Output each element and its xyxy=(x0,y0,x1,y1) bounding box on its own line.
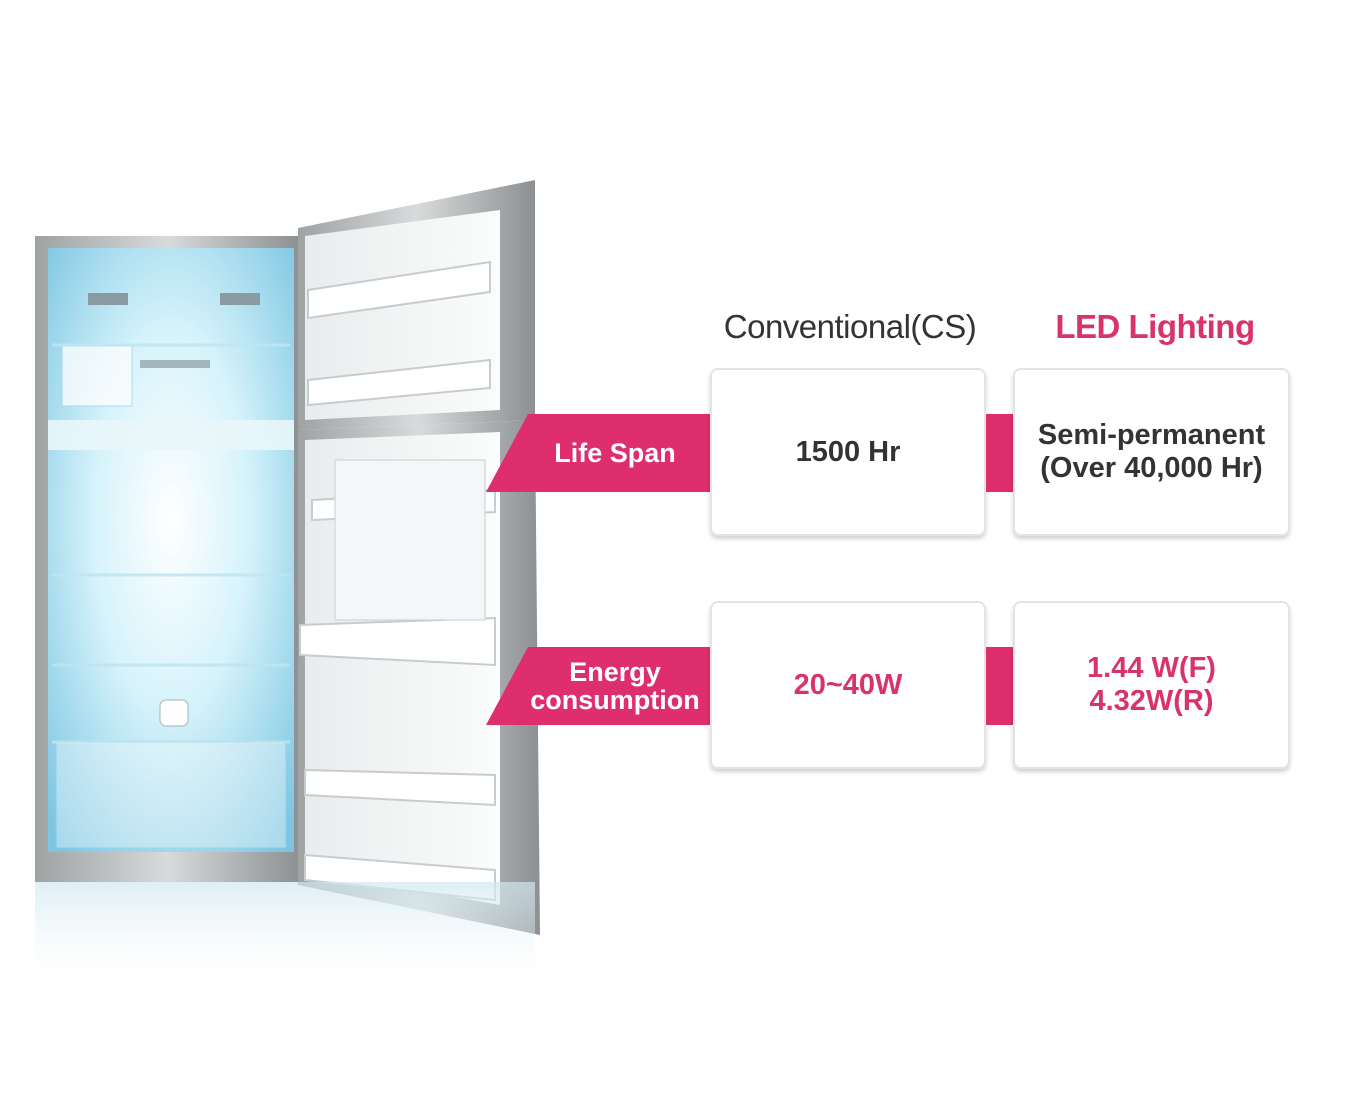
connector-bar xyxy=(986,647,1014,725)
cell-value: 1500 Hr xyxy=(795,435,901,468)
cell-energy-conventional: 20~40W xyxy=(710,601,986,769)
connector-bar xyxy=(986,414,1014,492)
cell-value: Semi-permanent (Over 40,000 Hr) xyxy=(1037,419,1266,484)
led-lighting-header: LED Lighting xyxy=(1055,308,1255,345)
cell-life-span-conventional: 1500 Hr xyxy=(710,368,986,536)
refrigerator-image xyxy=(35,180,540,992)
cell-value: 1.44 W(F) 4.32W(R) xyxy=(1087,652,1216,717)
cell-energy-led: 1.44 W(F) 4.32W(R) xyxy=(1013,601,1290,769)
conventional-header: Conventional(CS) xyxy=(723,308,977,345)
cell-value: 20~40W xyxy=(793,668,903,701)
cell-life-span-led: Semi-permanent (Over 40,000 Hr) xyxy=(1013,368,1290,536)
row-label-energy-consumption: Energy consumption xyxy=(486,647,710,725)
row-label-text: Life Span xyxy=(554,438,676,468)
row-label-text: Energy consumption xyxy=(530,657,700,715)
row-label-life-span: Life Span xyxy=(486,414,710,492)
